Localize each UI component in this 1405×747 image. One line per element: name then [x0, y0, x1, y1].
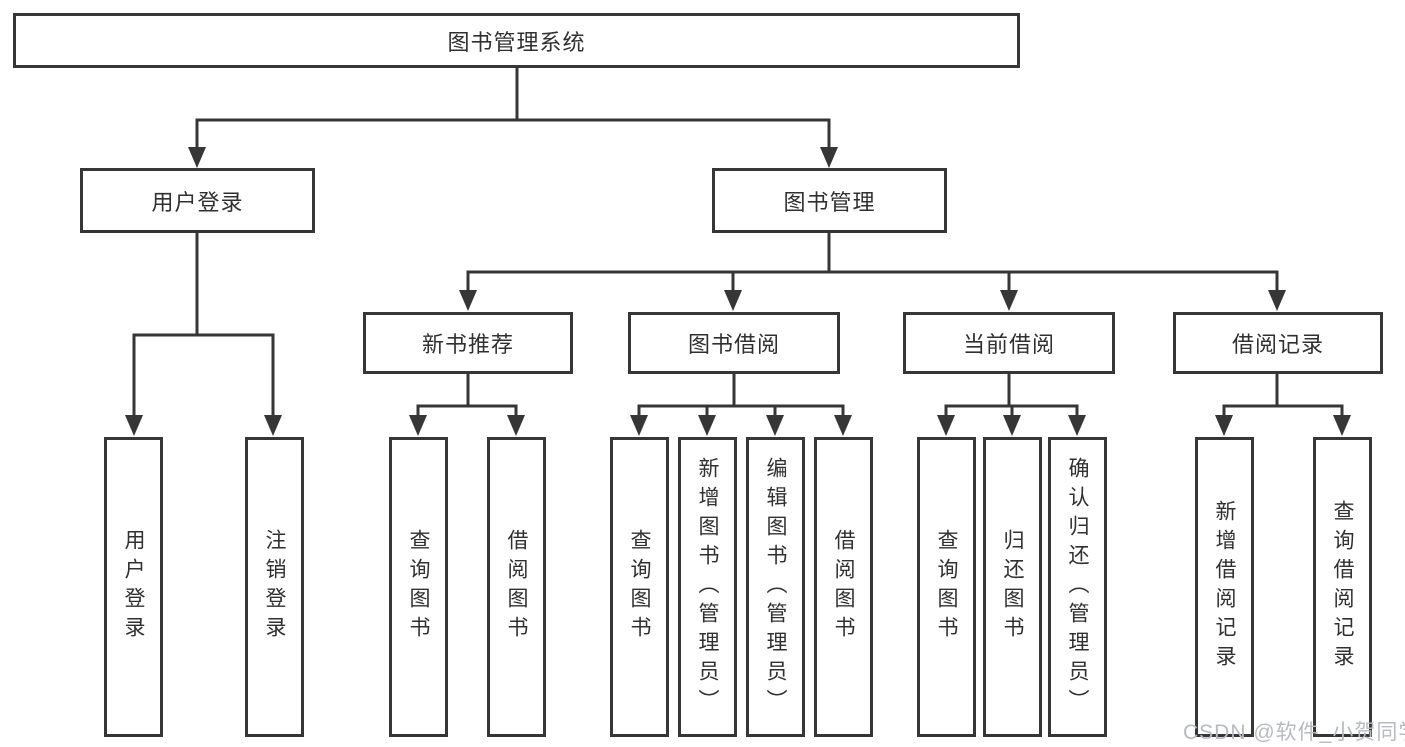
leaf-logout-login: 注销登录 [245, 437, 304, 737]
node-borrowing-records: 借阅记录 [1173, 312, 1383, 374]
node-borrowing-records-label: 借阅记录 [1231, 332, 1324, 357]
leaf-edit-books-admin-label: 编辑图书（管理员） [764, 456, 787, 718]
leaf-borrow-books-recommend: 借阅图书 [487, 437, 546, 737]
leaf-query-books-current: 查询图书 [917, 437, 976, 737]
node-book-borrowing-label: 图书借阅 [687, 332, 780, 357]
leaf-query-books-borrowing: 查询图书 [610, 437, 669, 737]
leaf-return-books: 归还图书 [983, 437, 1042, 737]
leaf-add-borrow-record-label: 新增借阅记录 [1213, 500, 1236, 674]
leaf-query-borrow-record-label: 查询借阅记录 [1331, 500, 1354, 674]
leaf-borrow-books-recommend-label: 借阅图书 [505, 529, 528, 645]
leaf-borrow-books-borrowing-label: 借阅图书 [832, 529, 855, 645]
leaf-logout-login-label: 注销登录 [263, 529, 286, 645]
leaf-query-books-recommend-label: 查询图书 [407, 529, 430, 645]
node-new-book-recommend: 新书推荐 [363, 312, 573, 374]
node-book-borrowing: 图书借阅 [628, 312, 840, 374]
node-user-login-label: 用户登录 [151, 189, 244, 215]
node-new-book-recommend-label: 新书推荐 [421, 332, 514, 357]
leaf-query-books-current-label: 查询图书 [935, 529, 958, 645]
leaf-query-books-borrowing-label: 查询图书 [628, 529, 651, 645]
leaf-user-login-label: 用户登录 [122, 529, 145, 645]
node-root-system-label: 图书管理系统 [447, 29, 586, 55]
leaf-add-borrow-record: 新增借阅记录 [1195, 437, 1254, 737]
node-user-login: 用户登录 [80, 168, 315, 233]
leaf-query-books-recommend: 查询图书 [389, 437, 448, 737]
leaf-confirm-return-admin: 确认归还（管理员） [1048, 437, 1107, 737]
node-current-borrowing: 当前借阅 [903, 312, 1115, 374]
csdn-watermark: CSDN @软件_小贺同学 [1183, 721, 1405, 744]
leaf-add-books-admin-label: 新增图书（管理员） [696, 456, 719, 718]
node-book-management: 图书管理 [712, 168, 947, 233]
node-book-management-label: 图书管理 [783, 189, 876, 215]
leaf-query-borrow-record: 查询借阅记录 [1313, 437, 1372, 737]
leaf-confirm-return-admin-label: 确认归还（管理员） [1066, 456, 1089, 718]
leaf-add-books-admin: 新增图书（管理员） [678, 437, 737, 737]
leaf-user-login: 用户登录 [104, 437, 163, 737]
leaf-return-books-label: 归还图书 [1001, 529, 1024, 645]
node-root-system: 图书管理系统 [13, 13, 1020, 68]
node-current-borrowing-label: 当前借阅 [962, 332, 1055, 357]
leaf-borrow-books-borrowing: 借阅图书 [814, 437, 873, 737]
leaf-edit-books-admin: 编辑图书（管理员） [746, 437, 805, 737]
